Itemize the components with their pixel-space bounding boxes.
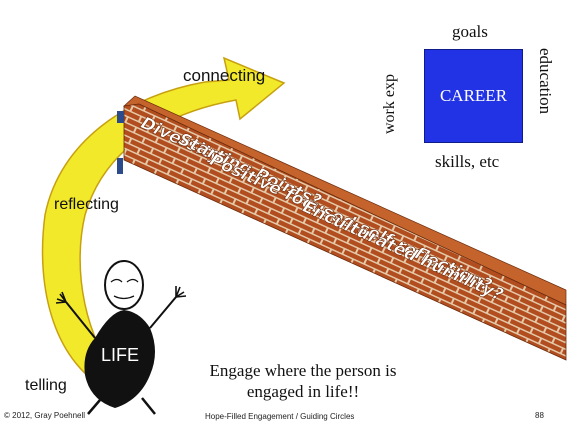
footer-center: Hope-Filled Engagement / Guiding Circles [205,412,355,421]
telling-label: telling [25,377,67,394]
life-label: LIFE [101,345,140,365]
career-goals-label: goals [452,22,488,41]
arrow-body [41,56,286,393]
engage-line-2: engaged in life!! [246,382,360,402]
career-education-label: education [536,48,555,115]
career-box: CAREER [424,49,523,143]
wall-front [123,103,567,361]
career-skills-label: skills, etc [435,152,500,171]
engage-text: Engage where the person is engaged in li… [188,360,418,403]
career-work-exp-label: work exp [381,74,398,134]
footer-page-number: 88 [535,411,544,420]
connecting-label: connecting [183,66,266,85]
footer-copyright: © 2012, Gray Poehnell [4,411,86,420]
engage-line-1: Engage where the person is [209,361,397,380]
blue-mark [117,111,124,123]
career-box-label: CAREER [439,86,508,105]
blue-mark [117,158,123,174]
reflecting-label: reflecting [54,196,119,213]
life-body [84,310,155,408]
